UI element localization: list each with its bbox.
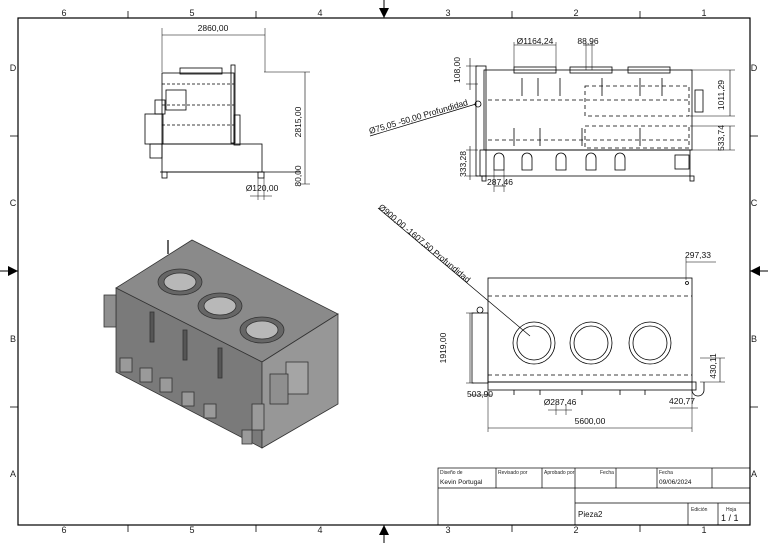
- label-designed-by: Diseño de: [440, 470, 463, 476]
- zone-label: 4: [317, 525, 322, 535]
- zone-label: D: [751, 63, 758, 73]
- zone-label: D: [10, 63, 17, 73]
- designed-by-value: Kevin Portugal: [440, 479, 483, 486]
- label-date-approval: Fecha: [600, 470, 614, 476]
- dimension-left-width: 2860,00: [198, 23, 229, 33]
- zone-label: 5: [189, 8, 194, 18]
- zone-label: A: [10, 469, 16, 479]
- part-name: Pieza2: [578, 510, 603, 519]
- isometric-view: [103, 239, 339, 449]
- zone-label: 5: [189, 525, 194, 535]
- dimension-plan-width: 5600,00: [575, 416, 606, 426]
- zone-label: B: [10, 334, 16, 344]
- zone-label: 4: [317, 8, 322, 18]
- dimension-plan-diameter: Ø287,46: [544, 397, 577, 407]
- zone-label: 3: [445, 525, 450, 535]
- title-block: [437, 467, 751, 526]
- dimension-right-d6: 287,46: [487, 177, 513, 187]
- dimension-plan-d4: 420,77: [669, 396, 695, 406]
- label-approved-by: Aprobado por: [544, 470, 575, 476]
- dimension-plan-height: 1919,00: [438, 332, 448, 363]
- dimension-top-diameter: Ø1164,24: [517, 36, 554, 46]
- dimension-right-d2: 108,00: [452, 57, 462, 83]
- dimension-right-d5: 333,28: [458, 151, 468, 177]
- label-sheet: Hoja: [726, 507, 737, 513]
- zone-label: 6: [61, 8, 66, 18]
- dimension-plan-d2: 430,11: [708, 353, 718, 379]
- dimension-left-height: 2815,00: [293, 106, 303, 137]
- label-date: Fecha: [659, 470, 673, 476]
- zone-label: 6: [61, 525, 66, 535]
- dimension-left-diameter: Ø120,00: [246, 183, 279, 193]
- zone-label: C: [751, 198, 758, 208]
- zone-label: 1: [701, 8, 706, 18]
- dimension-right-d4: 533,74: [716, 125, 726, 151]
- zone-labels-top: 6 5 4 3 2 1: [61, 8, 706, 18]
- leader-note-2: Ø900,00 -1607,50 Profundidad: [377, 202, 473, 285]
- side-view-left: [144, 28, 310, 200]
- front-view-right: [369, 42, 735, 192]
- dimension-plan-d3: 503,90: [467, 389, 493, 399]
- sheet-number: 1 / 1: [721, 513, 739, 523]
- leader-note-1: Ø75,05 -50,00 Profundidad: [368, 97, 469, 136]
- zone-label: C: [10, 198, 17, 208]
- zone-label: B: [751, 334, 757, 344]
- zone-label: 1: [701, 525, 706, 535]
- zone-label: 2: [573, 8, 578, 18]
- zone-label: A: [751, 469, 757, 479]
- dimension-left-foot: 80,00: [293, 165, 303, 187]
- dimension-right-d3: 1011,29: [716, 80, 726, 110]
- date-value: 09/06/2024: [659, 479, 692, 486]
- dimension-plan-d1: 297,33: [685, 250, 711, 260]
- zone-labels-right: D C B A: [751, 63, 758, 479]
- plan-view: [377, 207, 725, 432]
- zone-label: 2: [573, 525, 578, 535]
- dimension-right-d1: 88,96: [577, 36, 599, 46]
- label-edition: Edición: [691, 507, 708, 513]
- label-reviewed-by: Revisado por: [498, 470, 528, 476]
- zone-labels-bottom: 6 5 4 3 2 1: [61, 525, 706, 535]
- zone-ticks: [10, 11, 758, 532]
- zone-labels-left: D C B A: [10, 63, 17, 479]
- zone-label: 3: [445, 8, 450, 18]
